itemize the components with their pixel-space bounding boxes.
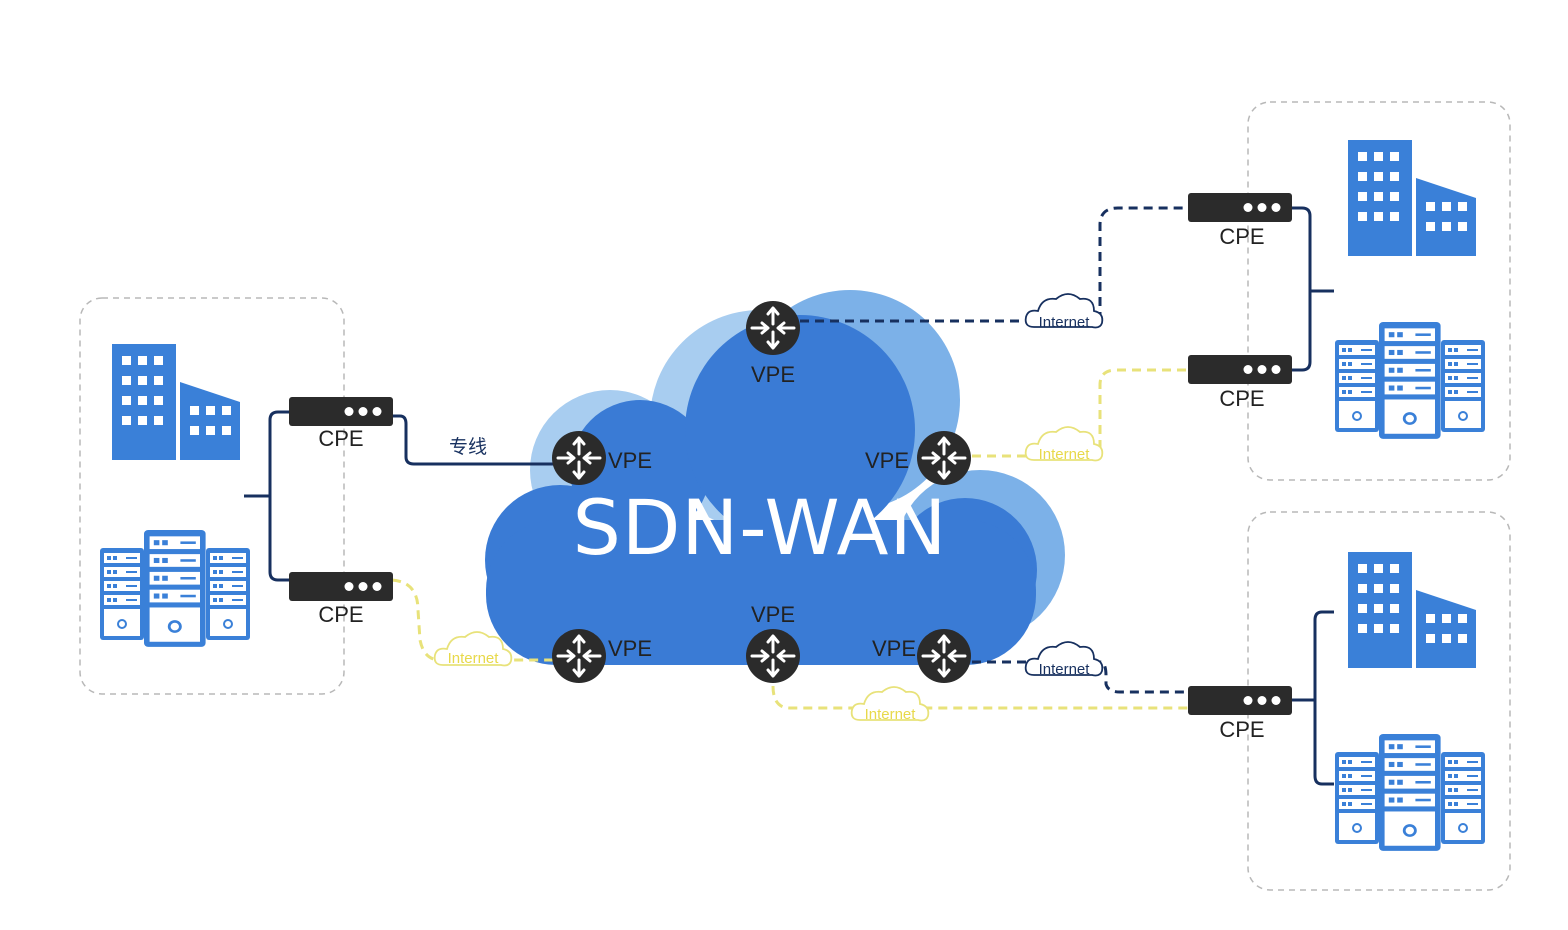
cpe-device-icon bbox=[1188, 355, 1292, 384]
site-box-left bbox=[79, 297, 345, 695]
vpe-label: VPE bbox=[750, 602, 796, 627]
server-rack-icon bbox=[1335, 322, 1485, 439]
vpe-label: VPE bbox=[608, 636, 653, 661]
vpe-router-icon bbox=[915, 627, 973, 685]
cpe-device-icon bbox=[289, 397, 393, 426]
internet-label: Internet bbox=[1038, 661, 1090, 678]
cpe-label: CPE bbox=[1219, 717, 1265, 742]
cpe-device-icon bbox=[1188, 193, 1292, 222]
top-right-site-bracket bbox=[1292, 206, 1334, 372]
vpe-router-icon bbox=[744, 627, 802, 685]
cpe-label: CPE bbox=[318, 426, 364, 451]
leased-line bbox=[392, 414, 553, 466]
bottom-internet-line-dark bbox=[972, 660, 1188, 694]
left-site-bracket bbox=[244, 410, 290, 582]
vpe-label: VPE bbox=[608, 448, 653, 473]
bottom-right-site-bracket bbox=[1292, 610, 1334, 786]
cpe-label: CPE bbox=[1219, 224, 1265, 249]
building-icon bbox=[112, 344, 240, 460]
site-box-bottom-right bbox=[1247, 511, 1511, 891]
vpe-router-icon bbox=[550, 429, 608, 487]
cpe-label: CPE bbox=[318, 602, 364, 627]
internet-label: Internet bbox=[447, 650, 499, 667]
server-rack-icon bbox=[100, 530, 250, 647]
internet-label: Internet bbox=[1038, 314, 1090, 331]
vpe-label: VPE bbox=[872, 636, 917, 661]
vpe-router-icon bbox=[744, 299, 802, 357]
vpe-label: VPE bbox=[750, 362, 796, 387]
building-icon bbox=[1348, 140, 1476, 256]
vpe-label: VPE bbox=[865, 448, 910, 473]
cpe-label: CPE bbox=[1219, 386, 1265, 411]
vpe-router-icon bbox=[915, 429, 973, 487]
diagram-title: SDN-WAN bbox=[572, 483, 948, 572]
site-box-top-right bbox=[1247, 101, 1511, 481]
leased-line-label: 专线 bbox=[449, 436, 488, 458]
cpe-device-icon bbox=[1188, 686, 1292, 715]
bottom-internet-line-yellow bbox=[771, 685, 1188, 710]
server-rack-icon bbox=[1335, 734, 1485, 851]
sdn-wan-cloud bbox=[485, 290, 1065, 665]
internet-label: Internet bbox=[1038, 446, 1090, 463]
cpe-device-icon bbox=[289, 572, 393, 601]
right-internet-line bbox=[972, 368, 1188, 458]
building-icon bbox=[1348, 552, 1476, 668]
internet-label: Internet bbox=[864, 706, 916, 723]
top-internet-line bbox=[800, 206, 1188, 323]
vpe-router-icon bbox=[550, 627, 608, 685]
